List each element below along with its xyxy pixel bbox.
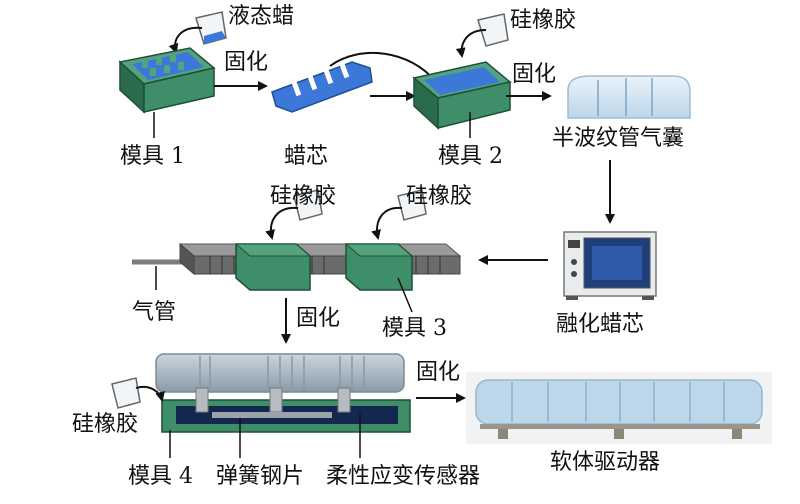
label-silicone: 硅橡胶 — [510, 8, 577, 33]
label-mold-1: 模具 1 — [120, 144, 185, 169]
label-cure: 固化 — [416, 360, 461, 385]
label-silicone: 硅橡胶 — [406, 184, 473, 209]
mold-2 — [412, 61, 512, 130]
pour-arrow — [168, 26, 203, 54]
pour-arrow — [135, 386, 165, 402]
half-corrugated-bladder — [567, 75, 691, 119]
label-mold-2: 模具 2 — [438, 144, 503, 169]
arrow-insert-core — [329, 51, 438, 84]
pour-arrow — [265, 206, 299, 240]
label-mold-3: 模具 3 — [382, 316, 447, 341]
label-wax-core: 蜡芯 — [284, 144, 329, 169]
mold-3-leader — [397, 277, 413, 313]
bottom-leaders — [169, 414, 361, 458]
label-liquid-wax: 液态蜡 — [228, 4, 295, 29]
pour-cup-icon — [195, 11, 227, 45]
pour-arrow — [455, 29, 487, 58]
pour-arrow — [371, 206, 403, 240]
label-mold-4: 模具 4 — [128, 464, 193, 489]
label-half-corrugated-bladder: 半波纹管气囊 — [552, 126, 685, 151]
label-flexible-strain-sensor: 柔性应变传感器 — [326, 464, 481, 489]
pour-cup-icon — [477, 13, 509, 47]
label-spring-steel-sheet: 弹簧钢片 — [216, 464, 305, 489]
mold-1 — [118, 47, 216, 114]
label-cure: 固化 — [224, 50, 269, 75]
label-silicone: 硅橡胶 — [270, 184, 337, 209]
spring-steel-sheet — [212, 412, 332, 418]
label-cure: 固化 — [512, 62, 557, 87]
pour-cup-icon — [397, 189, 427, 221]
label-melt-wax-core: 融化蜡芯 — [556, 312, 645, 337]
label-cure: 固化 — [296, 306, 341, 331]
mold-3 — [132, 242, 462, 291]
label-soft-actuator: 软体驱动器 — [550, 450, 661, 475]
pour-cup-icon — [293, 189, 323, 221]
mold-4-assembly — [155, 353, 411, 433]
label-silicone: 硅橡胶 — [72, 412, 139, 437]
pour-cup-icon — [111, 377, 141, 409]
wax-core — [271, 61, 373, 113]
soft-actuator-photo — [466, 372, 772, 444]
oven-icon — [563, 231, 657, 300]
label-air-tube: 气管 — [132, 300, 177, 325]
